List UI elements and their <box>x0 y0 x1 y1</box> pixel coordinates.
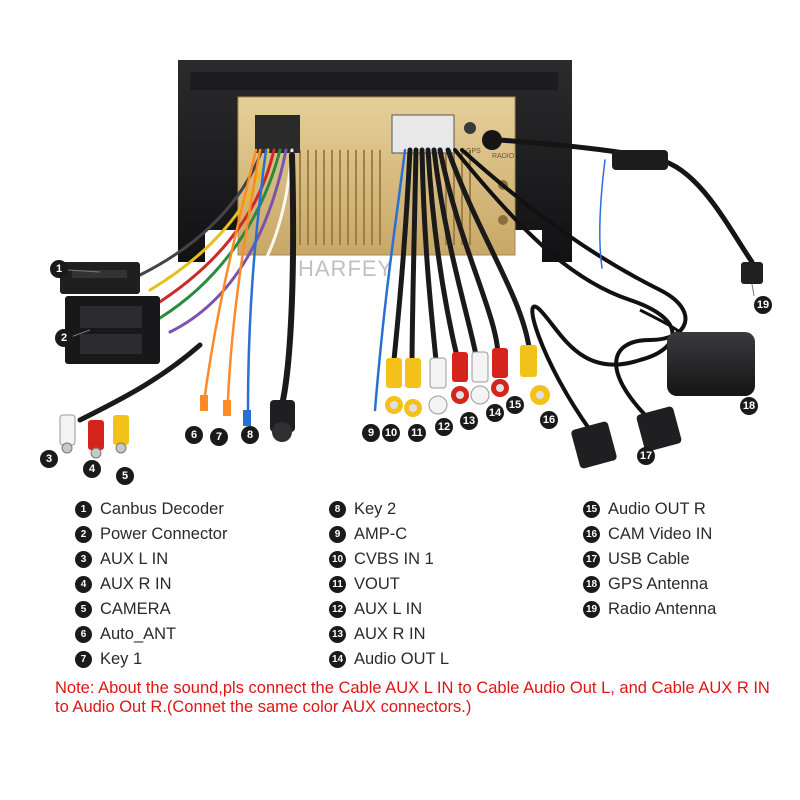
legend-number: 13 <box>329 626 346 643</box>
legend-label: Key 1 <box>100 650 143 668</box>
legend-column-1: 1 Canbus Decoder 2 Power Connector 3 AUX L … <box>75 497 227 672</box>
left-harness <box>77 148 297 423</box>
marker-5: 5 <box>116 467 134 485</box>
legend-item: 19 Radio Antenna <box>583 597 716 622</box>
marker-1: 1 <box>50 260 68 278</box>
legend-column-2: 8 Key 2 9 AMP-C 10 CVBS IN 1 11 VOUT 12 AUX L… <box>329 497 449 672</box>
legend-label: CAM Video IN <box>608 525 713 543</box>
legend-number: 10 <box>329 551 346 568</box>
legend-number: 2 <box>75 526 92 543</box>
marker-14: 14 <box>486 404 504 422</box>
gps-port-label: GPS <box>466 148 481 155</box>
legend-item: 11 VOUT <box>329 572 449 597</box>
legend-label: GPS Antenna <box>608 575 708 593</box>
legend-number: 5 <box>75 601 92 618</box>
legend-number: 3 <box>75 551 92 568</box>
legend-label: Key 2 <box>354 500 397 518</box>
legend-item: 2 Power Connector <box>75 522 227 547</box>
legend-item: 18 GPS Antenna <box>583 572 716 597</box>
legend-item: 12 AUX L IN <box>329 597 449 622</box>
marker-7: 7 <box>210 428 228 446</box>
marker-3: 3 <box>40 450 58 468</box>
legend-item: 4 AUX R IN <box>75 572 227 597</box>
legend-item: 7 Key 1 <box>75 647 227 672</box>
legend-number: 1 <box>75 501 92 518</box>
marker-10: 10 <box>382 424 400 442</box>
marker-18: 18 <box>740 397 758 415</box>
wiring-diagram: GPS RADIO HARFEY <box>40 60 772 485</box>
legend-item: 1 Canbus Decoder <box>75 497 227 522</box>
legend-item: 8 Key 2 <box>329 497 449 522</box>
legend-label: AMP-C <box>354 525 408 543</box>
legend-number: 19 <box>583 601 600 618</box>
legend-label: Canbus Decoder <box>100 500 224 518</box>
legend-label: USB Cable <box>608 550 690 568</box>
usb-cables <box>453 148 688 432</box>
legend-number: 16 <box>583 526 600 543</box>
marker-12: 12 <box>435 418 453 436</box>
marker-6: 6 <box>185 426 203 444</box>
wiring-illustration: GPS RADIO HARFEY <box>59 60 763 469</box>
radio-port-label: RADIO <box>492 153 515 160</box>
sound-connection-note: Note: About the sound,pls connect the Ca… <box>55 679 770 716</box>
wire-ends <box>200 395 295 442</box>
legend-number: 12 <box>329 601 346 618</box>
legend-column-3: 15 Audio OUT R 16 CAM Video IN 17 USB Cable… <box>583 497 716 622</box>
legend-number: 17 <box>583 551 600 568</box>
legend-item: 13 AUX R IN <box>329 622 449 647</box>
legend-number: 18 <box>583 576 600 593</box>
legend-number: 7 <box>75 651 92 668</box>
marker-8: 8 <box>241 426 259 444</box>
head-unit: GPS RADIO <box>178 60 572 262</box>
legend-label: Audio OUT L <box>354 650 450 668</box>
center-rca-plugs <box>385 345 550 417</box>
legend-label: VOUT <box>354 575 400 593</box>
marker-16: 16 <box>540 411 558 429</box>
marker-17: 17 <box>637 447 655 465</box>
legend-label: Radio Antenna <box>608 600 717 618</box>
marker-4: 4 <box>83 460 101 478</box>
legend-item: 10 CVBS IN 1 <box>329 547 449 572</box>
power-connector <box>65 296 160 364</box>
legend-item: 14 Audio OUT L <box>329 647 449 672</box>
usb-plugs <box>571 406 682 469</box>
legend-number: 14 <box>329 651 346 668</box>
legend-item: 17 USB Cable <box>583 547 716 572</box>
radio-antenna <box>497 137 763 284</box>
legend-label: AUX L IN <box>100 550 169 568</box>
marker-13: 13 <box>460 412 478 430</box>
center-harness <box>373 147 533 412</box>
legend-label: Audio OUT R <box>608 500 706 518</box>
legend-item: 15 Audio OUT R <box>583 497 716 522</box>
legend-number: 15 <box>583 501 600 518</box>
marker-11: 11 <box>408 424 426 442</box>
legend-number: 11 <box>329 576 346 593</box>
legend-label: AUX L IN <box>354 600 423 618</box>
legend-number: 6 <box>75 626 92 643</box>
marker-9: 9 <box>362 424 380 442</box>
legend-number: 8 <box>329 501 346 518</box>
marker-2: 2 <box>55 329 73 347</box>
legend-item: 6 Auto_ANT <box>75 622 227 647</box>
legend-item: 16 CAM Video IN <box>583 522 716 547</box>
left-rca-plugs <box>59 414 129 459</box>
gps-antenna <box>639 308 755 396</box>
legend-item: 5 CAMERA <box>75 597 227 622</box>
legend-item: 9 AMP-C <box>329 522 449 547</box>
legend-label: AUX R IN <box>354 625 426 643</box>
legend-label: CVBS IN 1 <box>354 550 434 568</box>
watermark: HARFEY <box>298 256 393 281</box>
legend-label: Auto_ANT <box>100 625 177 643</box>
legend-number: 9 <box>329 526 346 543</box>
legend-label: CAMERA <box>100 600 171 618</box>
canbus-decoder <box>60 262 140 294</box>
legend-label: AUX R IN <box>100 575 172 593</box>
legend-item: 3 AUX L IN <box>75 547 227 572</box>
marker-19: 19 <box>754 296 772 314</box>
legend-label: Power Connector <box>100 525 228 543</box>
legend-number: 4 <box>75 576 92 593</box>
marker-15: 15 <box>506 396 524 414</box>
